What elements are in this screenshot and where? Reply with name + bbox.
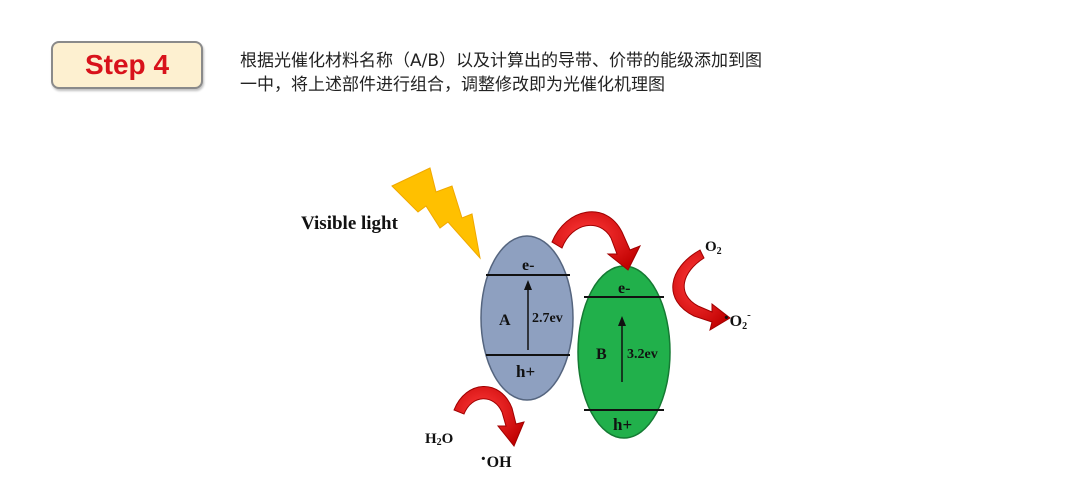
- b-gap-label: 3.2ev: [627, 347, 658, 362]
- b-name-label: B: [596, 346, 607, 363]
- water-oxidation-arrow: [453, 386, 525, 447]
- superoxide-label: ·O2-: [723, 307, 751, 332]
- semiconductor-a-ellipse: [480, 235, 574, 401]
- b-gap-arrowhead: [618, 316, 626, 326]
- b-electron-label: e-: [618, 280, 630, 297]
- oxygen-reduction-arrow: [672, 249, 731, 332]
- instruction-line-1: 根据光催化材料名称（A/B）以及计算出的导带、价带的能级添加到图: [240, 51, 763, 71]
- hydroxyl-label: ·OH: [480, 448, 512, 471]
- a-gap-arrowhead: [524, 280, 532, 290]
- electron-transfer-arrow: [551, 211, 642, 271]
- step-badge: Step 4: [51, 41, 203, 89]
- step-label: Step 4: [84, 49, 170, 80]
- instruction-text: 根据光催化材料名称（A/B）以及计算出的导带、价带的能级添加到图 一中，将上述部…: [240, 49, 880, 97]
- a-gap-label: 2.7ev: [532, 311, 563, 326]
- lightning-bolt-icon: [391, 167, 481, 260]
- water-label: H2O: [425, 431, 453, 448]
- a-hole-label: h+: [516, 362, 535, 381]
- visible-light-label: Visible light: [301, 213, 399, 234]
- instruction-line-2: 一中，将上述部件进行组合，调整修改即为光催化机理图: [240, 75, 665, 95]
- b-hole-label: h+: [613, 415, 632, 434]
- o2-label: O2: [705, 239, 722, 257]
- a-electron-label: e-: [522, 257, 534, 274]
- a-name-label: A: [499, 312, 511, 329]
